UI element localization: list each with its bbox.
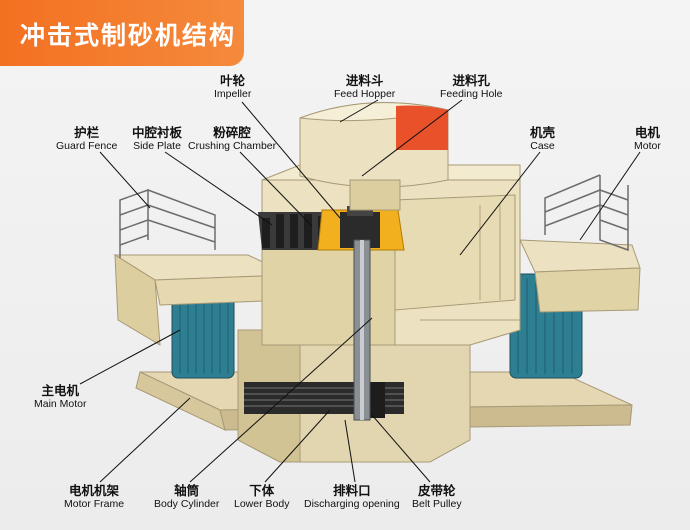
label-case: 机壳 Case (530, 125, 556, 153)
label-belt-pulley-en: Belt Pulley (412, 498, 462, 511)
label-lower-body-cn: 下体 (249, 483, 275, 498)
label-motor-en: Motor (634, 140, 661, 153)
label-motor-frame-cn: 电机机架 (69, 483, 120, 498)
guard-fence-left (119, 188, 216, 258)
diagram-title: 冲击式制砂机结构 (20, 21, 237, 50)
label-motor: 电机 Motor (634, 125, 661, 153)
label-discharging-opening-cn: 排料口 (333, 483, 371, 498)
leader-lower-body (264, 409, 331, 483)
label-crushing-chamber-en: Crushing Chamber (188, 140, 277, 153)
left-platform (113, 254, 291, 346)
leader-belt-pulley (371, 414, 431, 483)
guard-fence-right (544, 174, 629, 252)
leader-crushing-chamber (239, 151, 313, 227)
label-case-en: Case (530, 140, 555, 153)
leader-motor (579, 151, 641, 241)
label-body-cylinder-en: Body Cylinder (154, 498, 220, 511)
label-guard-fence: 护栏 Guard Fence (56, 125, 118, 153)
label-main-motor-cn: 主电机 (41, 383, 80, 398)
label-feeding-hole-cn: 进料孔 (452, 73, 490, 88)
leader-side-plate (164, 151, 273, 226)
leader-discharging-opening (344, 419, 356, 483)
label-main-motor-en: Main Motor (34, 398, 87, 411)
label-side-plate-en: Side Plate (133, 140, 181, 153)
leader-case (459, 151, 541, 256)
label-crushing-chamber: 粉碎腔 Crushing Chamber (188, 125, 277, 153)
label-lower-body-en: Lower Body (234, 498, 290, 511)
label-discharging-opening-en: Discharging opening (304, 498, 400, 511)
leader-impeller (241, 101, 341, 219)
label-feeding-hole-en: Feeding Hole (440, 88, 503, 101)
label-body-cylinder-cn: 轴筒 (174, 483, 200, 498)
leader-guard-fence (99, 151, 151, 209)
label-feed-hopper-cn: 进料斗 (345, 73, 384, 88)
leader-feeding-hole (361, 99, 463, 177)
leader-body-cylinder (189, 317, 373, 483)
label-side-plate-cn: 中腔衬板 (132, 125, 183, 140)
label-body-cylinder: 轴筒 Body Cylinder (154, 483, 220, 511)
label-motor-cn: 电机 (634, 125, 660, 140)
label-impeller: 叶轮 Impeller (214, 73, 252, 101)
label-main-motor: 主电机 Main Motor (34, 383, 87, 411)
label-feed-hopper-en: Feed Hopper (334, 88, 396, 101)
label-motor-frame: 电机机架 Motor Frame (64, 483, 125, 511)
label-side-plate: 中腔衬板 Side Plate (132, 125, 183, 153)
label-feed-hopper: 进料斗 Feed Hopper (334, 73, 396, 101)
label-lower-body: 下体 Lower Body (234, 483, 290, 511)
label-crushing-chamber-cn: 粉碎腔 (213, 125, 251, 140)
label-discharging-opening: 排料口 Discharging opening (304, 483, 400, 511)
leader-feed-hopper (339, 99, 379, 123)
right-platform (519, 239, 641, 313)
body-cylinder (353, 239, 371, 421)
label-impeller-en: Impeller (214, 88, 252, 101)
feed-hopper (299, 102, 449, 211)
label-guard-fence-cn: 护栏 (74, 125, 100, 140)
label-case-cn: 机壳 (530, 125, 556, 140)
leader-motor-frame (99, 397, 191, 483)
leader-main-motor (79, 329, 181, 385)
label-belt-pulley: 皮带轮 Belt Pulley (412, 483, 462, 511)
label-guard-fence-en: Guard Fence (56, 140, 118, 153)
label-belt-pulley-cn: 皮带轮 (418, 483, 456, 498)
title-banner: 冲击式制砂机结构 (0, 0, 244, 66)
label-impeller-cn: 叶轮 (220, 73, 246, 88)
label-feeding-hole: 进料孔 Feeding Hole (440, 73, 503, 101)
label-motor-frame-en: Motor Frame (64, 498, 125, 511)
